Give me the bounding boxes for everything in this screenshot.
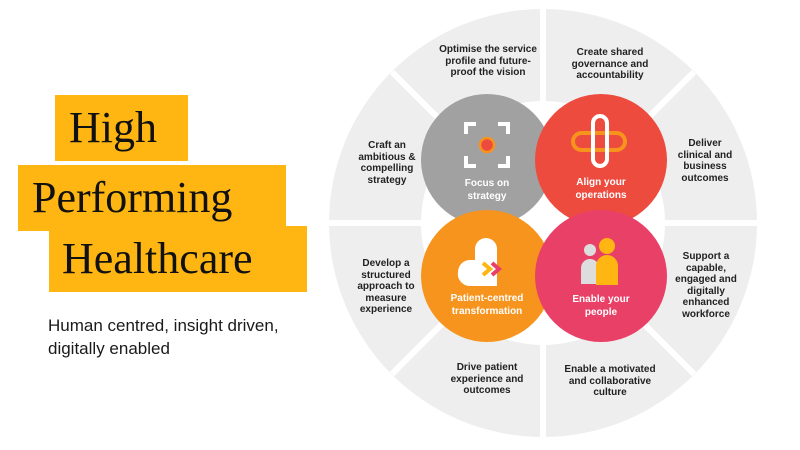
title-line-high: High xyxy=(55,95,188,161)
health-cross-icon xyxy=(571,114,627,168)
pillar-operations-label: Align your operations xyxy=(575,177,627,201)
focus-target-icon xyxy=(464,122,510,168)
segment-left-lower: Develop a structured approach to measure… xyxy=(357,258,415,315)
segment-right-lower: Support a capable, engaged and digitally… xyxy=(675,251,737,320)
title-block: High Performing Healthcare Human centred… xyxy=(0,0,330,450)
subtitle: Human centred, insight driven, digitally… xyxy=(48,316,279,358)
segment-bottom-right: Enable a motivated and collaborative cul… xyxy=(564,364,656,398)
pillar-patient-label: Patient-centred transformation xyxy=(450,293,524,317)
pillar-people-label: Enable your people xyxy=(572,294,630,318)
segment-right-upper: Deliver clinical and business outcomes xyxy=(677,138,733,184)
pillar-operations-circle[interactable] xyxy=(535,94,667,226)
title-line-healthcare: Healthcare xyxy=(49,226,307,292)
segment-left-upper: Craft an ambitious & compelling strategy xyxy=(358,140,416,186)
people-icon xyxy=(581,238,618,285)
heart-arrows-icon xyxy=(457,238,503,287)
segment-bottom-left: Drive patient experience and outcomes xyxy=(450,362,524,396)
pillar-strategy-circle[interactable] xyxy=(421,94,553,226)
outer-ring xyxy=(300,0,790,450)
pillar-strategy-label: Focus on strategy xyxy=(464,178,510,202)
title-line-performing: Performing xyxy=(18,165,286,231)
segment-top-left: Optimise the service profile and future-… xyxy=(439,44,537,78)
segment-top-right: Create shared governance and accountabil… xyxy=(571,47,649,81)
